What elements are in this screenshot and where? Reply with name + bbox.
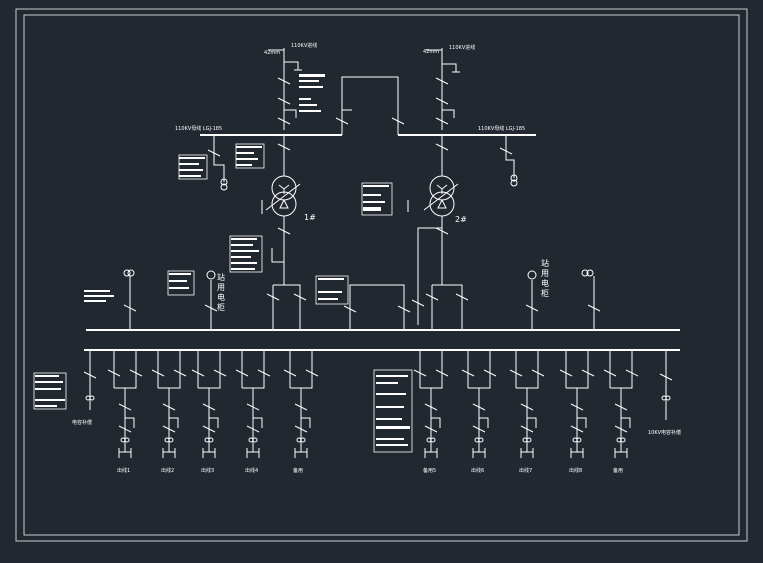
- incoming-right-meter: 42mm: [423, 49, 439, 55]
- feeder-bay-left-2: [151, 350, 187, 458]
- bus-left-label: 110KV母线 LGJ-185: [175, 125, 222, 132]
- station-use-left-label: 站 用 电 柜: [217, 272, 225, 312]
- svg-text:电: 电: [217, 292, 225, 302]
- pt-branch-left: [207, 135, 228, 191]
- feeder-labels: 出线1 出线2 出线3 出线4 备用 备用5 出线6 出线7 出线8 备用: [117, 467, 623, 474]
- svg-text:用: 用: [217, 283, 225, 292]
- feeder-label-right-5: 备用: [613, 467, 623, 474]
- transformer-1-label: 1#: [304, 213, 316, 222]
- feeder-bay-right-1: [413, 350, 449, 458]
- bus-section: [343, 284, 411, 330]
- feeder-bay-left-1: [107, 350, 143, 458]
- bus-tie: [335, 76, 405, 135]
- svg-text:站: 站: [217, 272, 225, 282]
- station-use-left: [123, 269, 218, 330]
- feeder-bay-right-5: [603, 350, 639, 458]
- spec-block-frames: [33, 143, 413, 453]
- svg-text:站: 站: [541, 258, 549, 268]
- bus-right-label: 110KV母线 LGJ-185: [478, 125, 525, 132]
- svg-text:电: 电: [541, 278, 549, 288]
- feeders-left: [107, 350, 319, 458]
- right-cabinet-label: 10KV电容补偿: [648, 429, 681, 436]
- station-use-right-label: 站 用 电 柜: [541, 258, 549, 298]
- spec-blocks: [35, 74, 410, 446]
- feeder-bay-left-4: [235, 350, 271, 458]
- left-cabinet-label: 电容补偿: [72, 419, 92, 426]
- feeder-label-left-3: 出线3: [201, 467, 214, 474]
- feeders-right: [413, 350, 639, 458]
- svg-text:柜: 柜: [541, 288, 549, 298]
- feeder-label-left-5: 备用: [293, 467, 303, 474]
- transformer-2-label: 2#: [455, 215, 467, 224]
- outer-frame: [15, 8, 748, 542]
- feeder-label-left-2: 出线2: [161, 467, 174, 474]
- feeder-label-left-4: 出线4: [245, 467, 258, 474]
- feeder-bay-right-2: [461, 350, 497, 458]
- svg-text:柜: 柜: [217, 302, 225, 312]
- feeder-label-right-1: 备用5: [423, 467, 436, 474]
- transformer-1: [261, 135, 307, 330]
- incoming-left-label: 110KV进线: [291, 42, 317, 49]
- feeder-bay-right-3: [509, 350, 545, 458]
- feeder-label-left-1: 出线1: [117, 467, 130, 474]
- inner-frame: [23, 14, 740, 536]
- incoming-line-left: [268, 48, 302, 130]
- feeder-label-right-2: 出线6: [471, 467, 484, 474]
- feeder-bay-left-3: [191, 350, 227, 458]
- incoming-left-meter: 42mm: [264, 50, 280, 56]
- incoming-line-right: [426, 48, 460, 130]
- feeder-bay-right-4: [559, 350, 595, 458]
- pt-branch-right: [499, 135, 518, 187]
- feeder-left-cabinet: [83, 350, 97, 410]
- feeder-right-cabinet: [659, 350, 673, 420]
- incoming-right-label: 110KV进线: [449, 44, 475, 51]
- feeder-label-right-4: 出线8: [569, 467, 582, 474]
- feeder-bay-left-5: [283, 350, 319, 458]
- transformer-2: [407, 135, 469, 330]
- station-use-right: [525, 269, 601, 330]
- feeder-label-right-3: 出线7: [519, 467, 532, 474]
- svg-text:用: 用: [541, 269, 549, 278]
